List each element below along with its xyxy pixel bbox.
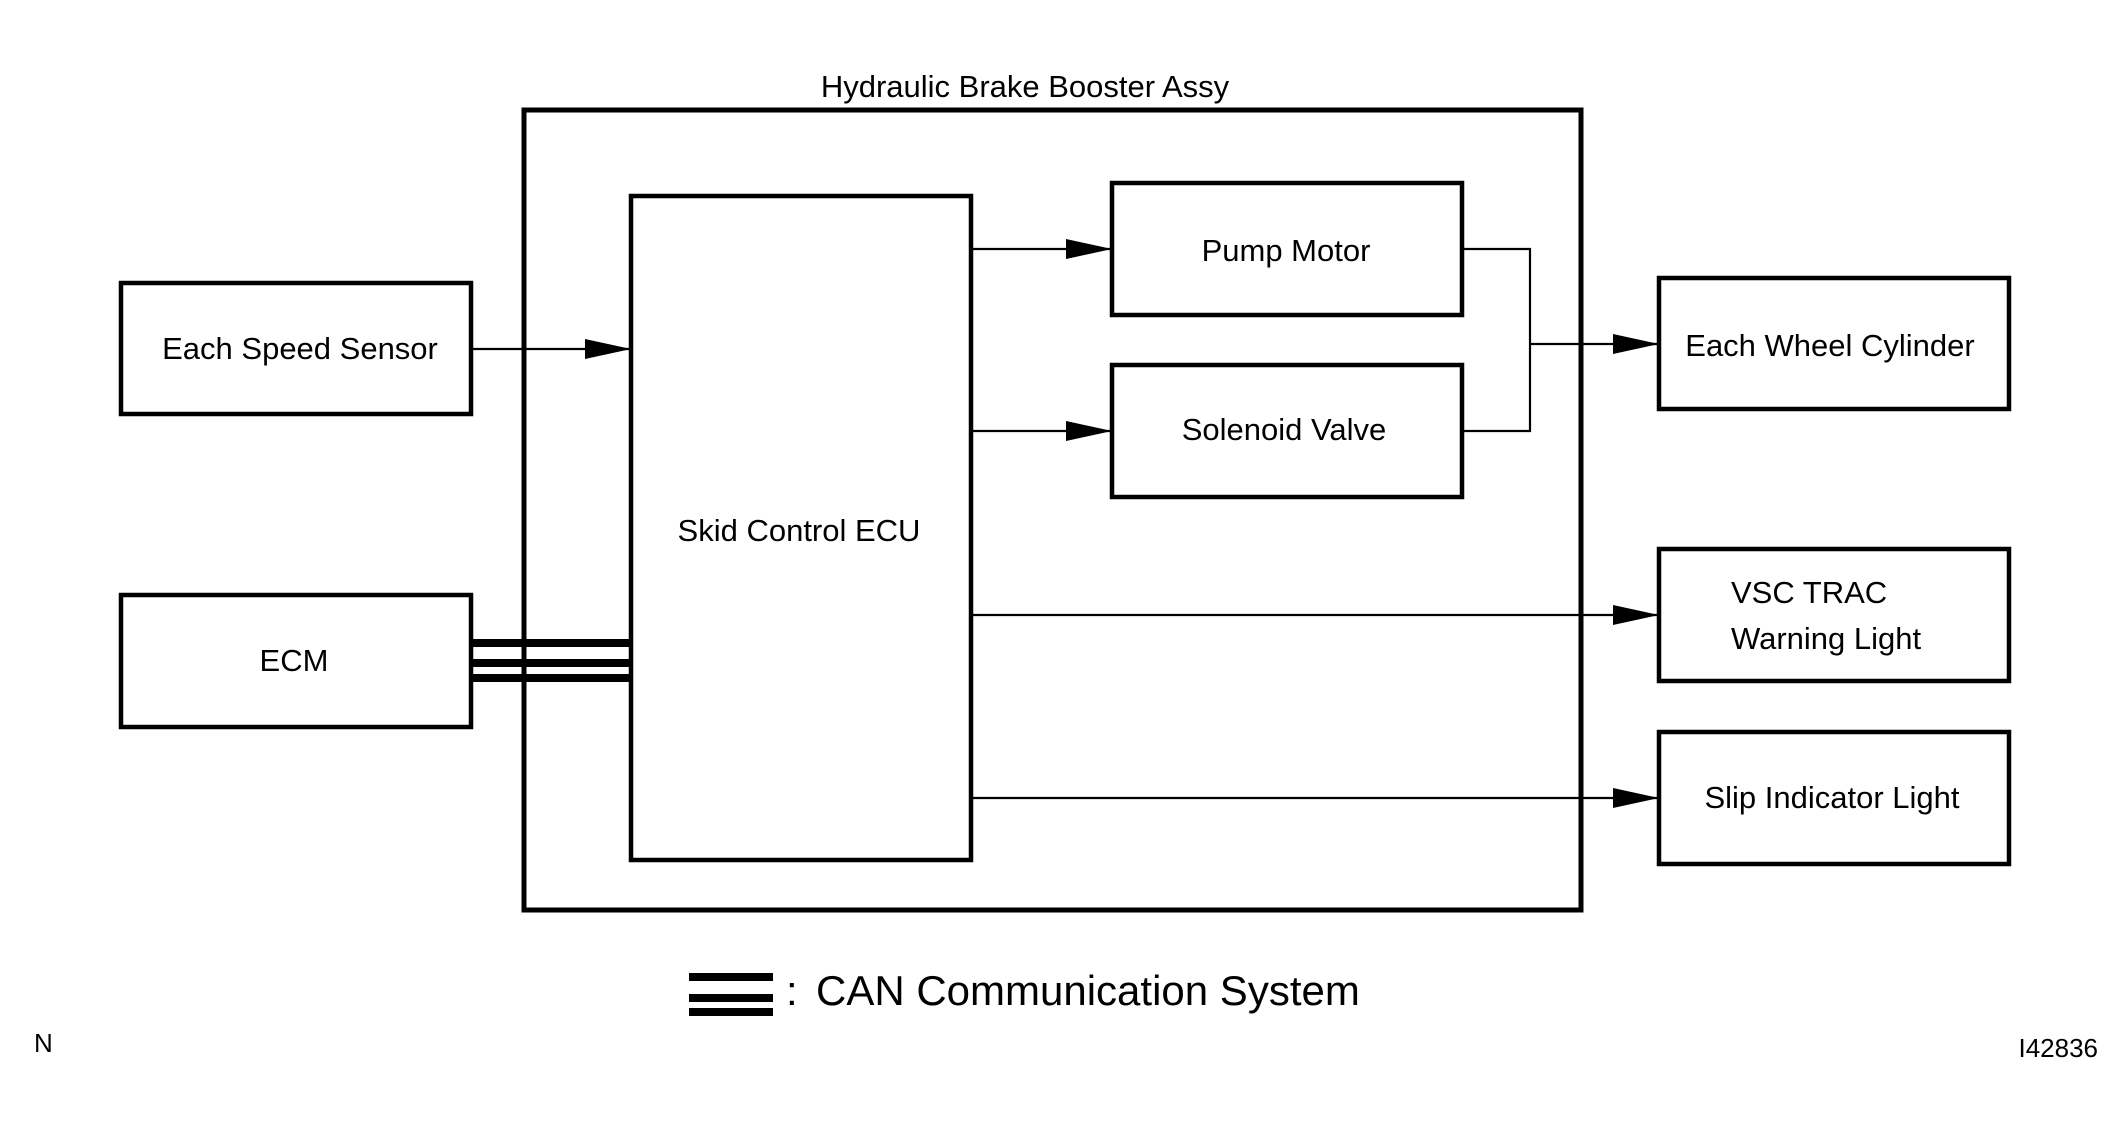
slip-indicator-light-block: Slip Indicator Light	[1656, 729, 2012, 867]
legend-separator: :	[786, 967, 798, 1014]
solenoid-valve-label: Solenoid Valve	[1182, 412, 1387, 447]
hydraulic-brake-booster-assy-box	[521, 107, 1584, 913]
ecm-label: ECM	[260, 643, 329, 678]
skid-control-ecu-block: Skid Control ECU	[628, 193, 974, 863]
figure-id: I42836	[2018, 1033, 2098, 1063]
legend-can-symbol	[689, 973, 773, 1016]
pump-motor-to-junction-line	[1462, 247, 1532, 433]
vsc-trac-label-line1: VSC TRAC	[1731, 575, 1887, 610]
wheel-cylinder-block: Each Wheel Cylinder	[1656, 275, 2012, 412]
slip-indicator-label: Slip Indicator Light	[1704, 780, 1959, 815]
legend-can-label: CAN Communication System	[816, 967, 1360, 1014]
solenoid-valve-block: Solenoid Valve	[1109, 362, 1465, 500]
speed-sensor-label: Each Speed Sensor	[162, 331, 438, 366]
wheel-cylinder-label: Each Wheel Cylinder	[1685, 328, 1974, 363]
speed-sensor-block: Each Speed Sensor	[118, 280, 474, 417]
vsc-trac-warning-light-block: VSC TRAC Warning Light	[1656, 546, 2012, 684]
vsc-trac-label-line2: Warning Light	[1731, 621, 1922, 656]
pump-motor-block: Pump Motor	[1109, 180, 1465, 318]
assembly-title: Hydraulic Brake Booster Assy	[821, 69, 1230, 104]
corner-mark-n: N	[34, 1028, 53, 1058]
legend: : CAN Communication System	[689, 967, 1360, 1016]
ecm-ecu-can-bus	[471, 639, 631, 682]
ecm-block: ECM	[118, 592, 474, 730]
pump-motor-label: Pump Motor	[1202, 233, 1371, 268]
skid-control-ecu-label: Skid Control ECU	[678, 513, 921, 548]
